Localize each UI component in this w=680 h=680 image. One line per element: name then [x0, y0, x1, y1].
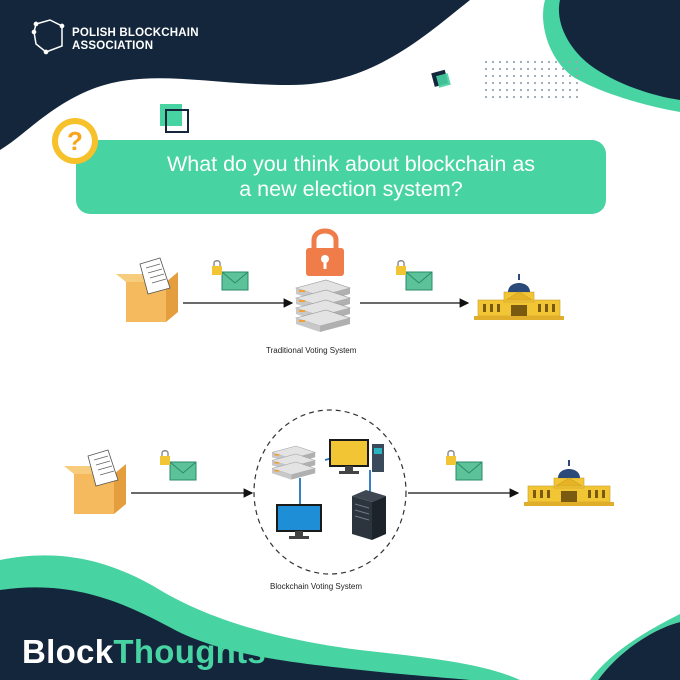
footer-brand-thoughts: Thoughts: [113, 633, 267, 670]
org-name: POLISH BLOCKCHAIN ASSOCIATION: [72, 27, 199, 53]
footer-brand: BlockThoughts: [22, 633, 266, 671]
lock-envelope-icon: [445, 450, 483, 481]
svg-text:?: ?: [67, 126, 83, 156]
dot-grid-decoration: [484, 60, 579, 99]
square-decoration-left: [160, 104, 189, 133]
question-line1: What do you think about blockchain as: [166, 152, 536, 176]
org-name-line2: ASSOCIATION: [72, 40, 154, 52]
bottom-navy-blob: [0, 587, 470, 680]
network-boundary: [253, 409, 407, 575]
question-text: What do you think about blockchain as a …: [116, 152, 586, 202]
lock-envelope-icon: [395, 260, 433, 291]
blockchain-voting-diagram: [63, 409, 615, 575]
top-right-navy-blob: [558, 0, 680, 100]
blockchain-caption: Blockchain Voting System: [270, 582, 363, 591]
question-banner: What do you think about blockchain as a …: [76, 140, 606, 214]
ballot-box-icon: [115, 257, 179, 323]
tower-server-node-icon: [352, 490, 386, 540]
org-name-line1: POLISH BLOCKCHAIN: [72, 27, 199, 39]
poland-map-network-icon: [31, 19, 65, 55]
lock-envelope-icon: [159, 450, 197, 481]
server-node-icon: [271, 445, 316, 481]
lock-envelope-icon: [211, 260, 249, 291]
traditional-voting-diagram: [115, 228, 565, 333]
question-line2: a new election system?: [239, 177, 463, 201]
server-stack-icon: [295, 279, 351, 333]
bottom-right-navy-blob: [598, 622, 680, 680]
desktop-node-icon: [276, 504, 322, 539]
footer-brand-block: Block: [22, 633, 114, 670]
square-decoration-right: [431, 69, 451, 88]
bottom-right-green-accent: [590, 614, 680, 680]
government-building-icon: [473, 273, 565, 321]
traditional-caption: Traditional Voting System: [266, 346, 357, 355]
top-left-navy-blob: [0, 0, 470, 150]
question-mark-icon: ?: [52, 118, 98, 164]
ballot-box-icon: [63, 449, 127, 515]
government-building-icon: [523, 459, 615, 507]
orange-lock-icon: [306, 228, 344, 276]
monitor-node-icon: [329, 439, 384, 474]
